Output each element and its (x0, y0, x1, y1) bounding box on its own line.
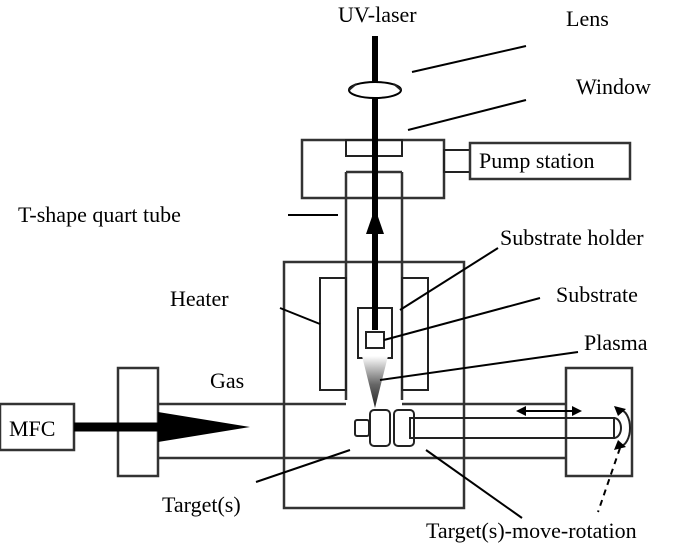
substrate-leader (383, 297, 541, 341)
pump-station-box (468, 141, 632, 181)
window-leader (407, 99, 527, 131)
substrate-holder-label: Substrate holder (500, 225, 644, 250)
target-right (393, 409, 415, 447)
substrate-label: Substrate (556, 282, 638, 307)
lens-leader (411, 45, 527, 73)
substrate-block (365, 331, 385, 349)
plasma-plume (362, 356, 388, 408)
heater-coil-left (319, 277, 347, 391)
targets-leader (255, 449, 351, 483)
targets-move-rotation-label: Target(s)-move-rotation (426, 518, 637, 543)
mfc-label: MFC (9, 416, 55, 441)
target-left (369, 409, 391, 447)
lens-icon (348, 81, 402, 99)
laser-arrowhead (366, 208, 384, 234)
rotation-arrowhead-bottom (614, 440, 626, 450)
t-shape-tube-label: T-shape quart tube (18, 202, 181, 227)
window-label: Window (576, 74, 651, 99)
target-rod (409, 417, 615, 439)
left-flange (116, 366, 160, 478)
move-arrowhead-right (572, 406, 582, 416)
pump-port (443, 149, 471, 173)
rotation-arc (619, 409, 631, 447)
targets-label: Target(s) (162, 492, 241, 517)
lens-icon-edge-left (348, 83, 357, 91)
move-arrowhead-left (516, 406, 526, 416)
pump-station-label: Pump station (479, 148, 595, 173)
heater-label: Heater (170, 286, 229, 311)
target-small-left (354, 419, 370, 437)
gas-flow-arrowhead (158, 412, 250, 442)
uv-laser-label: UV-laser (338, 2, 417, 27)
plasma-leader (379, 351, 579, 381)
rotation-arrowhead-top (614, 406, 626, 416)
lens-label: Lens (566, 6, 609, 31)
heater-leader (279, 307, 321, 325)
gas-label: Gas (210, 368, 244, 393)
move-rotation-leader-2 (597, 447, 621, 513)
heater-coil-right (401, 277, 429, 391)
rod-end-cap (613, 417, 622, 439)
lens-icon-edge-right (393, 83, 402, 91)
plasma-label: Plasma (584, 330, 648, 355)
right-flange (564, 366, 634, 478)
move-rotation-leader-1 (425, 449, 523, 519)
substrate-holder-leader (399, 247, 499, 311)
